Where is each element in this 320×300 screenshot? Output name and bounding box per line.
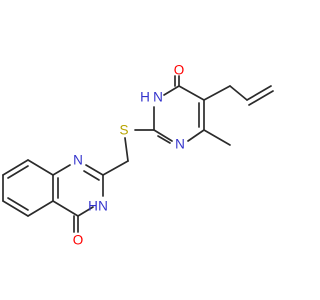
atom-label-n-upper-ring: N [175,137,185,152]
bond-ch-ch2-terminal [246,85,272,101]
bond-c4-c5 [178,85,205,101]
bond-s-ch2 [124,137,129,162]
atom-label-s: S [119,123,128,138]
atom-labels: O H N N S N H N O [73,63,185,248]
bond-ch2-c2q [102,160,129,176]
atom-label-n-upper-nh: N [153,90,163,105]
bond-c2-n1 [153,129,173,142]
atom-label-n-lower-nh: N [98,199,108,214]
bond-c6-methyl [203,129,231,146]
bond-c5-ch2 [203,85,231,101]
bond-ch2-ch [229,85,248,101]
bond-c8-c7 [2,159,29,176]
bond-c6-c5b-double [7,197,29,211]
bond-c2-n1-double [157,135,171,144]
atom-label-o-lower: O [73,233,84,248]
bond-c2q-n1q [85,164,104,176]
bond-n1q-c8a [52,164,71,176]
atom-label-n-quinazoline: N [73,153,83,168]
bond-n3q-c4q [77,206,94,217]
bond-ch-ch2-terminal-double [248,90,274,106]
bond-group [2,75,274,233]
bond-c5b-c4a [27,200,54,217]
molecule-structure: O H N N S N H N O [2,63,274,248]
bond-c4q-c4a [52,200,79,217]
atom-label-o-upper: O [174,63,185,78]
bond-c4-n3 [163,85,180,96]
bond-c2q-n1q-double [83,170,100,181]
bond-c6-c5b [2,200,29,217]
bond-c8a-c8 [27,159,54,176]
bond-c8-c7-double [7,165,29,179]
atom-label-h-lower: H [88,199,98,214]
atom-label-h-upper: H [140,90,150,105]
bond-n1-c6 [187,129,205,142]
